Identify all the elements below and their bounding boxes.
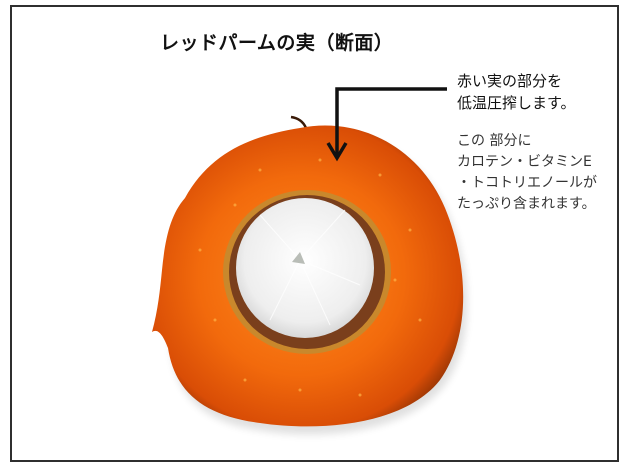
callout-text: 赤い実の部分を 低温圧搾します。 bbox=[457, 70, 576, 114]
note-line-4: たっぷり含まれます。 bbox=[457, 196, 596, 212]
pointer-arrow-down bbox=[326, 87, 447, 162]
callout-line-1: 赤い実の部分を bbox=[457, 72, 563, 90]
note-line-2: カロテン・ビタミンE bbox=[457, 154, 592, 170]
kernel bbox=[236, 198, 374, 338]
note-line-3: ・トコトリエノールが bbox=[457, 175, 597, 191]
nutrient-note: この 部分に カロテン・ビタミンE ・トコトリエノールが たっぷり含まれます。 bbox=[457, 131, 597, 215]
note-line-1: この 部分に bbox=[457, 133, 532, 149]
diagram-title: レッドパームの実（断面） bbox=[160, 32, 394, 54]
stem bbox=[290, 115, 308, 129]
callout-line-2: 低温圧搾します。 bbox=[457, 94, 576, 112]
